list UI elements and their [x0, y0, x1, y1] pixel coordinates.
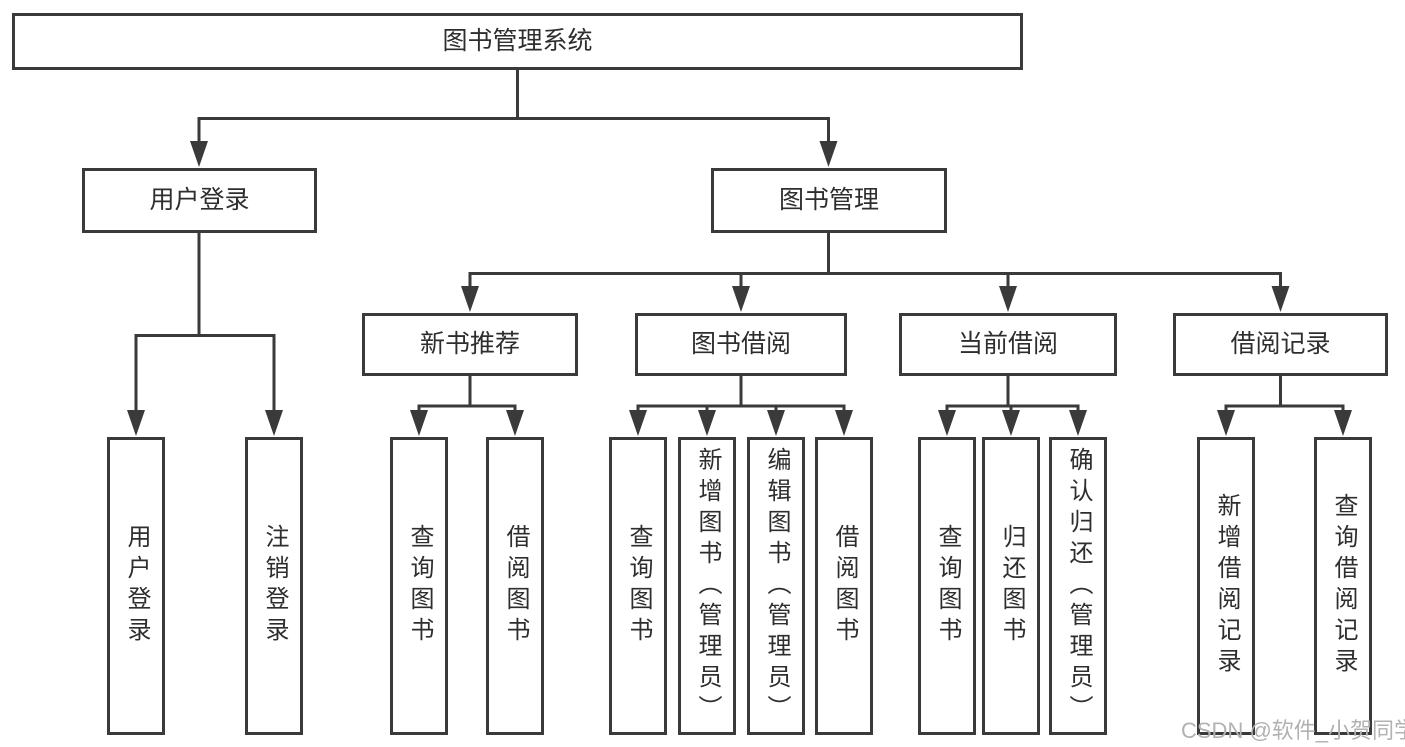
arrow-down-icon	[767, 410, 785, 436]
arrow-down-icon	[1069, 410, 1087, 436]
node-label: 查询图书	[934, 524, 961, 648]
arrow-down-icon	[938, 410, 956, 436]
leaf-borrow-books: 借阅图书	[815, 437, 873, 735]
node-new-book-recommend: 新书推荐	[362, 313, 578, 376]
node-borrow-records: 借阅记录	[1173, 313, 1388, 376]
arrow-down-icon	[461, 286, 479, 312]
leaf-logout: 注销登录	[245, 437, 303, 735]
node-label: 图书管理	[778, 186, 879, 214]
arrow-down-icon	[698, 410, 716, 436]
connector-userlogin-split	[134, 334, 276, 412]
arrow-down-icon	[127, 410, 145, 436]
node-label: 查询图书	[406, 524, 433, 648]
node-label: 确认归还（管理员）	[1065, 446, 1092, 726]
connector-level3-split	[468, 272, 1282, 288]
node-label: 新书推荐	[419, 330, 520, 358]
node-label: 用户登录	[123, 524, 150, 648]
node-current-borrow: 当前借阅	[899, 313, 1117, 376]
leaf-query-borrow-record: 查询借阅记录	[1314, 437, 1372, 735]
leaf-query-books-current: 查询图书	[918, 437, 976, 735]
arrowheads	[127, 141, 1352, 436]
node-label: 新增借阅记录	[1213, 493, 1240, 679]
node-label: 查询图书	[625, 524, 652, 648]
arrow-down-icon	[1002, 410, 1020, 436]
node-label: 借阅图书	[502, 524, 529, 648]
arrow-down-icon	[506, 410, 524, 436]
arrow-down-icon	[190, 141, 208, 167]
arrow-down-icon	[1271, 286, 1290, 312]
leaf-edit-book-admin: 编辑图书（管理员）	[747, 437, 805, 735]
connector-newbook-split	[417, 404, 517, 412]
arrow-down-icon	[410, 410, 428, 436]
leaf-user-login: 用户登录	[107, 437, 165, 735]
node-label: 查询借阅记录	[1330, 493, 1357, 679]
arrow-down-icon	[999, 286, 1017, 312]
connector-records-split	[1224, 404, 1345, 412]
arrow-down-icon	[732, 286, 750, 312]
arrow-down-icon	[819, 141, 838, 167]
watermark: CSDN @软件_小贺同学	[1181, 718, 1405, 743]
connector-level2-split	[197, 117, 830, 143]
leaf-query-books-borrow: 查询图书	[609, 437, 667, 735]
node-label: 用户登录	[149, 186, 250, 214]
node-label: 图书借阅	[690, 330, 791, 358]
arrow-down-icon	[629, 410, 647, 436]
node-label: 注销登录	[261, 524, 288, 648]
leaf-return-book: 归还图书	[982, 437, 1040, 735]
leaf-add-book-admin: 新增图书（管理员）	[678, 437, 736, 735]
leaf-add-borrow-record: 新增借阅记录	[1197, 437, 1255, 735]
node-label: 编辑图书（管理员）	[763, 446, 790, 726]
node-label: 新增图书（管理员）	[694, 446, 721, 726]
arrow-down-icon	[265, 410, 283, 436]
arrow-down-icon	[1334, 410, 1352, 436]
node-label: 图书管理系统	[442, 27, 593, 55]
node-book-management: 图书管理	[711, 168, 947, 233]
node-label: 借阅记录	[1230, 330, 1331, 358]
node-label: 借阅图书	[831, 524, 858, 648]
connector-borrow-split	[636, 404, 846, 412]
node-label: 当前借阅	[957, 330, 1058, 358]
leaf-confirm-return-admin: 确认归还（管理员）	[1049, 437, 1107, 735]
leaf-borrow-books-recommend: 借阅图书	[486, 437, 544, 735]
node-library-system: 图书管理系统	[12, 13, 1023, 70]
node-book-borrow: 图书借阅	[635, 313, 847, 376]
arrow-down-icon	[1217, 410, 1235, 436]
node-label: 归还图书	[998, 524, 1025, 648]
arrow-down-icon	[835, 410, 853, 436]
node-user-login: 用户登录	[82, 168, 317, 233]
leaf-query-books-recommend: 查询图书	[390, 437, 448, 735]
